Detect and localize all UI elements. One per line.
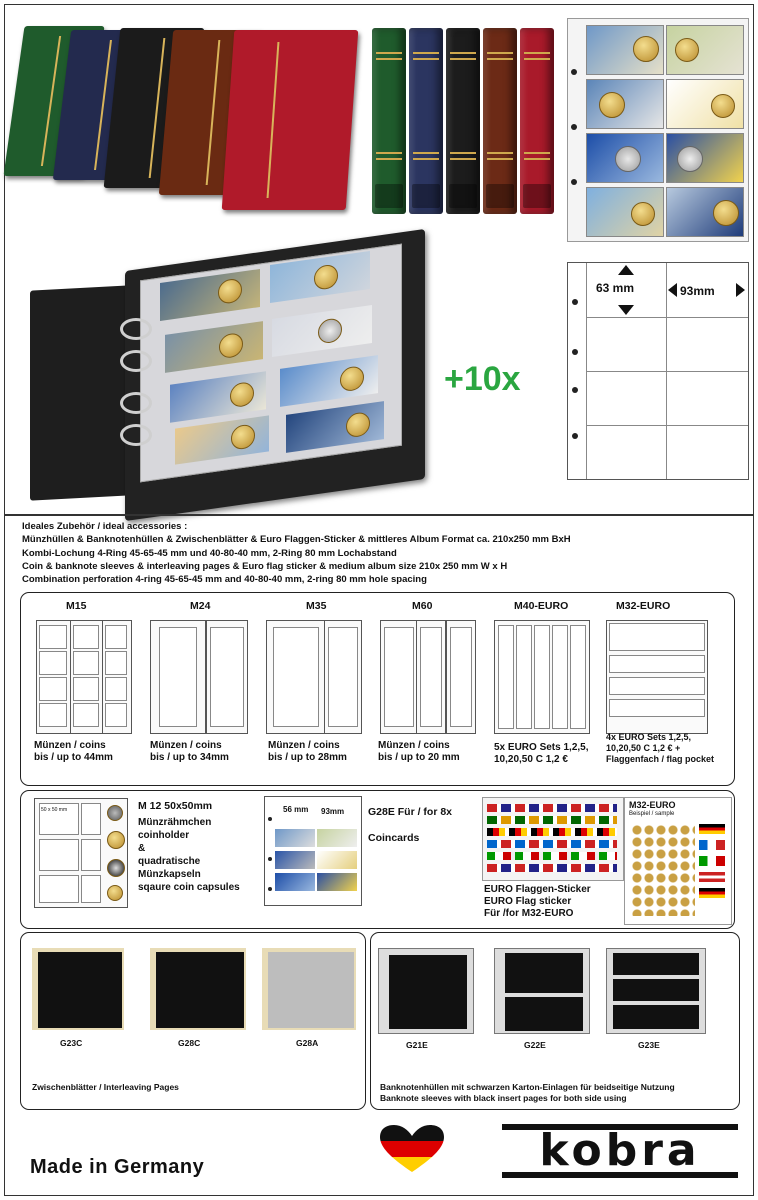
sheet-caption: 5x EURO Sets 1,2,5, 10,20,50 C 1,2 € bbox=[494, 742, 589, 765]
sheet-title: M24 bbox=[190, 600, 211, 612]
sheet-caption: Münzen / coins bis / up to 28mm bbox=[268, 740, 347, 763]
width-dimension-label: 93mm bbox=[680, 284, 715, 298]
accessories-line-4: Combination perforation 4-ring 45-65-45 … bbox=[22, 574, 427, 585]
interleave-caption: Zwischenblätter / Interleaving Pages bbox=[32, 1082, 179, 1092]
banknote-label-g22e: G22E bbox=[524, 1040, 546, 1050]
m12-title: M 12 50x50mm bbox=[138, 800, 213, 812]
m12-cell-label: 50 x 50 mm bbox=[41, 807, 68, 813]
banknote-label-g23e: G23E bbox=[638, 1040, 660, 1050]
g28e-width-label: 93mm bbox=[321, 807, 345, 816]
banknote-caption: Banknotenhüllen mit schwarzen Karton-Ein… bbox=[380, 1082, 675, 1103]
interleave-label-g28a: G28A bbox=[296, 1038, 319, 1048]
spine-red bbox=[520, 28, 554, 214]
banknote-label-g21e: G21E bbox=[406, 1040, 428, 1050]
germany-heart-icon bbox=[378, 1124, 446, 1174]
g28e-title: G28E Für / for 8x bbox=[368, 806, 453, 818]
sheet-caption: 4x EURO Sets 1,2,5, 10,20,50 C 1,2 € + F… bbox=[606, 732, 715, 764]
arrow-up-icon bbox=[618, 265, 634, 275]
made-in-germany: Made in Germany bbox=[30, 1156, 205, 1178]
g28e-height-label: 56 mm bbox=[283, 805, 309, 814]
accessories-line-2: Kombi-Lochung 4-Ring 45-65-45 mm und 40-… bbox=[22, 548, 397, 559]
spine-brown bbox=[483, 28, 517, 214]
spine-green bbox=[372, 28, 406, 214]
kobra-logo: kobra bbox=[502, 1124, 738, 1178]
sheet-title: M32-EURO bbox=[616, 600, 671, 612]
m32-euro-sample-sub: Beispiel / sample bbox=[629, 811, 675, 817]
arrow-right-icon bbox=[736, 283, 745, 297]
arrow-left-icon bbox=[668, 283, 677, 297]
m12-description: Münzrähmchen coinholder & quadratische M… bbox=[138, 817, 240, 893]
section-divider bbox=[4, 514, 754, 516]
sheet-caption: Münzen / coins bis / up to 20 mm bbox=[378, 740, 460, 763]
kobra-logo-text: kobra bbox=[539, 1125, 701, 1176]
interleave-label-g23c: G23C bbox=[60, 1038, 83, 1048]
sheet-title: M40-EURO bbox=[514, 600, 569, 612]
flag-sticker-caption: EURO Flaggen-Sticker EURO Flag sticker F… bbox=[484, 884, 591, 919]
accessories-line-1: Münzhüllen & Banknotenhüllen & Zwischenb… bbox=[22, 534, 571, 545]
arrow-down-icon bbox=[618, 305, 634, 315]
g28e-subtitle: Coincards bbox=[368, 832, 420, 844]
interleave-label-g28c: G28C bbox=[178, 1038, 201, 1048]
spine-black bbox=[446, 28, 480, 214]
accessories-line-3: Coin & banknote sleeves & interleaving p… bbox=[22, 561, 508, 572]
sheet-title: M60 bbox=[412, 600, 433, 612]
accessories-heading: Ideales Zubehör / ideal accessories : bbox=[22, 521, 188, 532]
sheet-caption: Münzen / coins bis / up to 34mm bbox=[150, 740, 229, 763]
height-dimension-label: 63 mm bbox=[596, 281, 635, 295]
m32-euro-sample-title: M32-EURO bbox=[629, 800, 676, 810]
sheet-dimension-diagram: 63 mm 93mm bbox=[567, 262, 749, 480]
coincard-sheet-photo bbox=[567, 18, 749, 242]
sheet-title: M15 bbox=[66, 600, 87, 612]
plus-ten-label: +10x bbox=[444, 360, 521, 398]
sheet-title: M35 bbox=[306, 600, 327, 612]
product-frame bbox=[4, 4, 754, 1196]
album-red bbox=[221, 30, 359, 210]
sheet-caption: Münzen / coins bis / up to 44mm bbox=[34, 740, 113, 763]
spine-navy bbox=[409, 28, 443, 214]
